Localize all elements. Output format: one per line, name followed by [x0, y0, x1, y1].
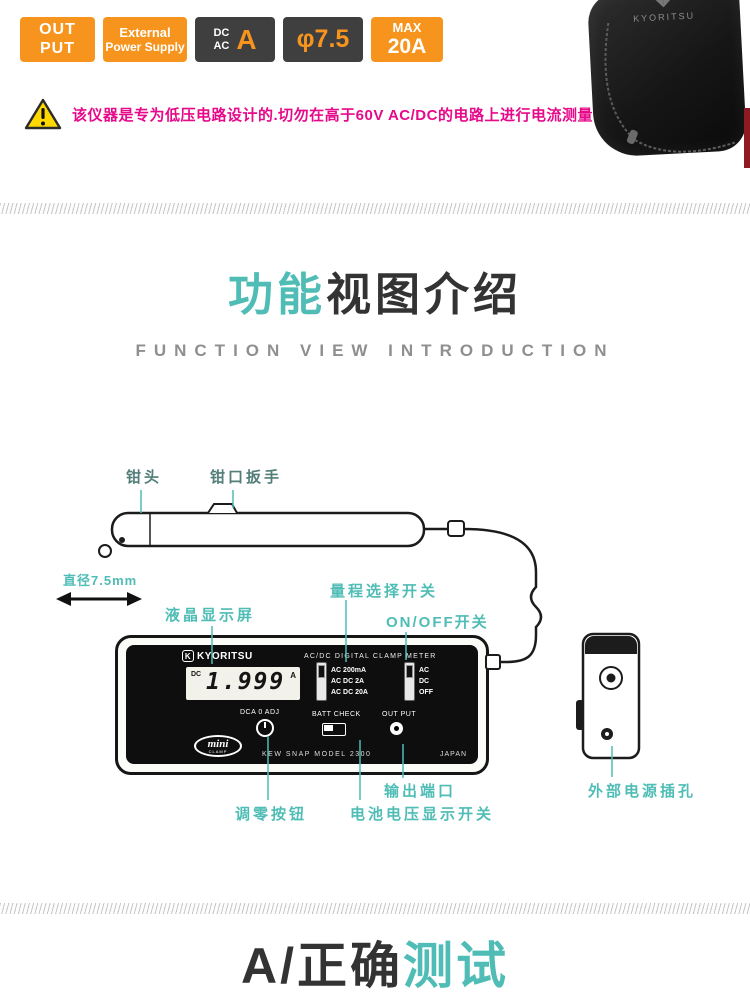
lcd-display: DC 1.999 A: [186, 667, 300, 700]
badge-ac: AC: [213, 39, 230, 52]
badge-max-line1: MAX: [392, 19, 422, 35]
label-clamp-lever: 钳口扳手: [210, 469, 283, 486]
section-title-test: A/正确测试: [0, 926, 750, 998]
onoff-switch-panel: AC DC OFF: [404, 662, 433, 701]
badge-output: OUT PUT: [20, 17, 95, 62]
label-battery-switch: 电池电压显示开关: [350, 806, 495, 823]
diameter-arrow-icon: [56, 592, 142, 606]
kyoritsu-k-icon: K: [182, 650, 194, 662]
brand-text: KYORITSU: [197, 650, 253, 662]
kyoritsu-brand: K KYORITSU: [182, 650, 253, 662]
label-zero-button: 调零按钮: [235, 806, 308, 823]
hatched-divider-bottom: [0, 903, 750, 914]
meter-title: AC/DC DIGITAL CLAMP METER: [304, 653, 437, 660]
label-lcd-screen: 液晶显示屏: [165, 607, 256, 624]
label-external-power: 外部电源插孔: [588, 783, 697, 800]
badge-power-line1: External: [119, 24, 171, 40]
badge-diameter-value: φ7.5: [296, 25, 350, 53]
battery-check-label: BATT CHECK: [312, 711, 361, 718]
adjacent-red-item: [744, 108, 750, 168]
section-subtitle: FUNCTION VIEW INTRODUCTION: [135, 341, 615, 360]
mode-row-3: OFF: [419, 689, 433, 697]
range-row-2: AC DC 2A: [331, 677, 365, 685]
badge-dc-ac-amp: DC AC A: [195, 17, 275, 62]
output-jack-icon: [390, 722, 403, 735]
meter-face: K KYORITSU AC/DC DIGITAL CLAMP METER DC …: [126, 645, 478, 764]
range-slider-icon: [316, 662, 327, 701]
label-onoff-switch: ON/OFF开关: [386, 614, 489, 631]
meter-footer-japan: JAPAN: [440, 751, 468, 758]
mode-slider-icon: [404, 662, 415, 701]
hatched-divider-top: [0, 203, 750, 214]
battery-check-switch-icon: [322, 723, 346, 736]
range-row-3: AC DC 20A: [331, 689, 368, 697]
lcd-unit: A: [290, 671, 296, 680]
mode-row-2: DC: [419, 677, 430, 685]
clamp-sensor-bar: [98, 503, 426, 558]
badge-dc: DC: [213, 27, 230, 40]
test-title-dark: A/正确: [241, 938, 403, 994]
badge-dcac-stack: DC AC: [213, 27, 229, 51]
lcd-mode: DC: [191, 671, 202, 678]
clamp-lever-icon: [207, 503, 238, 514]
lcd-value: 1.999: [206, 669, 286, 695]
side-view-device: [576, 632, 641, 760]
label-range-switch: 量程选择开关: [330, 583, 439, 600]
warning-row: 该仪器是专为低压电路设计的.切勿在高于60V AC/DC的电路上进行电流测量: [24, 98, 593, 131]
zipper-pull-icon: [626, 129, 638, 144]
label-clamp-head: 钳头: [126, 469, 163, 486]
carrying-case-photo: ◥◤ KYORITSU: [585, 0, 750, 168]
belt-clip-icon: [576, 700, 584, 730]
badge-external-power: External Power Supply: [103, 17, 187, 62]
mini-logo-sub: CLAMP: [208, 748, 228, 754]
label-output-port: 输出端口: [384, 783, 457, 800]
title-rest: 视图介绍: [326, 269, 523, 320]
zipper-line: [604, 22, 736, 153]
badge-max-current: MAX 20A: [371, 17, 443, 62]
title-highlight: 功能: [227, 269, 326, 320]
case-pouch: ◥◤ KYORITSU: [586, 0, 748, 158]
range-row-1: AC 200mA: [331, 666, 367, 674]
label-diameter: 直径7.5mm: [63, 573, 138, 588]
badge-amp-letter: A: [236, 23, 257, 55]
warning-triangle-icon: [24, 98, 62, 130]
output-label: OUT PUT: [382, 711, 417, 718]
warning-text: 该仪器是专为低压电路设计的.切勿在高于60V AC/DC的电路上进行电流测量: [72, 107, 593, 124]
section-title-function: 功能视图介绍: [0, 258, 750, 323]
test-title-highlight: 测试: [403, 938, 509, 994]
external-power-jack-icon: [601, 728, 613, 740]
zero-adjust-label: DCA 0 ADJ: [240, 709, 280, 716]
badge-power-line2: Power Supply: [105, 40, 185, 55]
meter-body: K KYORITSU AC/DC DIGITAL CLAMP METER DC …: [115, 635, 489, 775]
badge-diameter: φ7.5: [283, 17, 363, 62]
zero-adjust-knob-icon: [256, 719, 274, 737]
badge-max-line2: 20A: [387, 35, 427, 59]
mini-logo-text: mini: [207, 737, 229, 750]
meter-footer: KEW SNAP MODEL 2300: [262, 751, 372, 758]
range-switch-panel: AC 200mA AC DC 2A AC DC 20A: [316, 662, 368, 701]
badge-output-line2: PUT: [40, 39, 75, 57]
badge-output-line1: OUT: [39, 21, 76, 39]
mini-clamp-logo: mini CLAMP: [194, 735, 242, 757]
mode-row-1: AC: [419, 666, 430, 674]
